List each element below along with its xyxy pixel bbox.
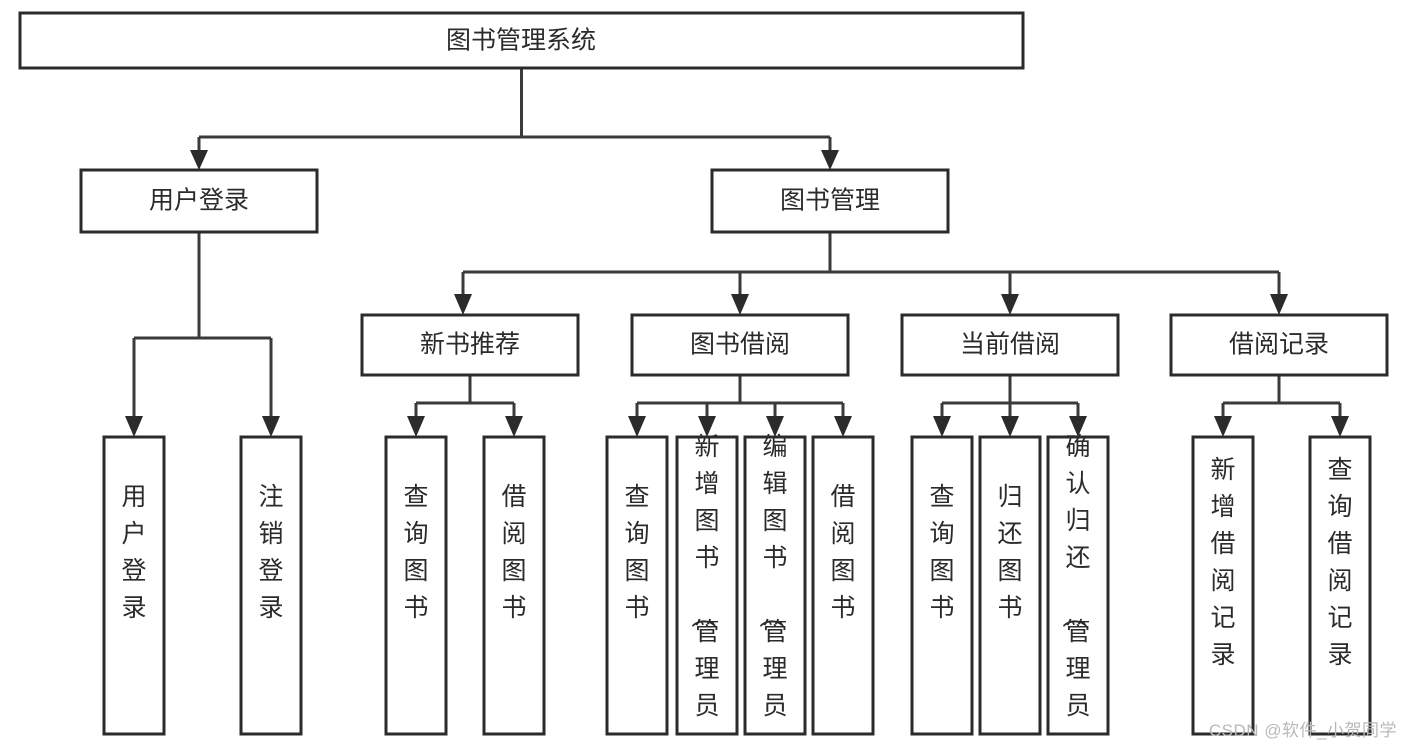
node-borrow-record-label: 借阅记录	[1229, 331, 1329, 359]
node-leaf-query-book-3-label: 查询图书	[929, 483, 954, 622]
node-leaf-query-book-1[interactable]: 查询图书	[384, 435, 448, 736]
node-leaf-return-book[interactable]: 归还图书	[978, 435, 1042, 736]
node-book-manage[interactable]: 图书管理	[710, 168, 950, 234]
node-user-login[interactable]: 用户登录	[79, 168, 319, 234]
arrow-head-leaf-add-book	[698, 416, 716, 437]
node-current-borrow-box[interactable]	[900, 313, 1120, 377]
arrow-head-new-book-rec	[454, 294, 472, 315]
node-leaf-query-book-2-label: 查询图书	[624, 483, 649, 622]
node-leaf-borrow-book-1-label: 借阅图书	[501, 483, 526, 622]
arrow-head-book-borrow	[731, 294, 749, 315]
node-leaf-return-book-label: 归还图书	[997, 483, 1022, 622]
arrow-head-leaf-query-record	[1331, 416, 1349, 437]
node-borrow-record[interactable]: 借阅记录	[1169, 313, 1389, 377]
node-new-book-rec-box[interactable]	[360, 313, 580, 377]
node-leaf-borrow-book-2-label: 借阅图书	[830, 483, 855, 622]
arrow-head-user-login	[190, 150, 208, 170]
arrow-head-leaf-edit-book	[766, 416, 784, 437]
node-leaf-borrow-book-2-box[interactable]	[811, 435, 875, 736]
node-leaf-query-record-box[interactable]	[1308, 435, 1372, 736]
node-current-borrow[interactable]: 当前借阅	[900, 313, 1120, 377]
node-root-box[interactable]	[18, 11, 1025, 70]
node-leaf-query-book-1-label: 查询图书	[403, 483, 428, 622]
arrow-head-leaf-borrow-book-1	[505, 416, 523, 437]
node-leaf-add-record[interactable]: 新增借阅记录	[1191, 435, 1255, 736]
node-new-book-rec-label: 新书推荐	[420, 331, 520, 359]
node-leaf-edit-book[interactable]: 编辑图书（管理员）	[743, 433, 807, 747]
node-leaf-query-record-label: 查询借阅记录	[1327, 456, 1352, 669]
node-book-borrow[interactable]: 图书借阅	[630, 313, 850, 377]
node-leaf-borrow-book-1-box[interactable]	[482, 435, 546, 736]
node-leaf-query-book-2-box[interactable]	[605, 435, 669, 736]
arrow-head-leaf-confirm-return	[1069, 416, 1087, 437]
csdn-watermark: CSDN @软件_小贺同学	[1208, 721, 1397, 740]
arrow-head-leaf-return-book	[1001, 416, 1019, 437]
arrow-head-leaf-add-record	[1214, 416, 1232, 437]
node-leaf-query-book-3[interactable]: 查询图书	[910, 435, 974, 736]
node-leaf-logout-label: 注销登录	[258, 483, 283, 622]
node-user-login-label: 用户登录	[149, 187, 249, 215]
arrow-head-leaf-borrow-book-2	[834, 416, 852, 437]
node-borrow-record-box[interactable]	[1169, 313, 1389, 377]
node-leaf-return-book-box[interactable]	[978, 435, 1042, 736]
node-leaf-confirm-return-label: 确认归还（管理员）	[1059, 433, 1090, 747]
node-root-label: 图书管理系统	[446, 27, 596, 55]
node-leaf-confirm-return-box[interactable]	[1046, 435, 1110, 736]
node-leaf-edit-book-box[interactable]	[743, 435, 807, 736]
node-leaf-add-book-label: 新增图书（管理员）	[688, 433, 719, 747]
node-new-book-rec[interactable]: 新书推荐	[360, 313, 580, 377]
arrow-head-borrow-record	[1270, 294, 1288, 315]
arrow-head-leaf-logout	[262, 416, 280, 437]
node-leaf-query-record[interactable]: 查询借阅记录	[1308, 435, 1372, 736]
node-leaf-user-login-label: 用户登录	[121, 483, 146, 622]
node-leaf-edit-book-label: 编辑图书（管理员）	[756, 433, 787, 747]
node-root[interactable]: 图书管理系统	[18, 11, 1025, 70]
node-current-borrow-label: 当前借阅	[960, 331, 1060, 359]
node-leaf-borrow-book-2[interactable]: 借阅图书	[811, 435, 875, 736]
node-book-manage-label: 图书管理	[780, 187, 880, 215]
node-leaf-add-book-box[interactable]	[675, 435, 739, 736]
node-leaf-user-login-box[interactable]	[102, 435, 166, 736]
arrow-head-leaf-query-book-3	[933, 416, 951, 437]
node-book-borrow-label: 图书借阅	[690, 331, 790, 359]
arrow-head-book-manage	[821, 150, 839, 170]
node-leaf-borrow-book-1[interactable]: 借阅图书	[482, 435, 546, 736]
node-leaf-logout-box[interactable]	[239, 435, 303, 736]
node-leaf-logout[interactable]: 注销登录	[239, 435, 303, 736]
arrow-head-leaf-query-book-1	[407, 416, 425, 437]
node-leaf-add-record-label: 新增借阅记录	[1210, 456, 1235, 669]
arrow-head-leaf-query-book-2	[628, 416, 646, 437]
node-book-manage-box[interactable]	[710, 168, 950, 234]
node-leaf-user-login[interactable]: 用户登录	[102, 435, 166, 736]
leaf-nodes-layer: 用户登录 注销登录 查询图书 借阅图书 查询图书 新增图书（管理员） 编辑图书（…	[102, 433, 1372, 747]
edges-layer	[125, 68, 1349, 437]
node-leaf-query-book-1-box[interactable]	[384, 435, 448, 736]
node-leaf-add-book[interactable]: 新增图书（管理员）	[675, 433, 739, 747]
node-user-login-box[interactable]	[79, 168, 319, 234]
node-leaf-query-book-2[interactable]: 查询图书	[605, 435, 669, 736]
node-leaf-add-record-box[interactable]	[1191, 435, 1255, 736]
node-book-borrow-box[interactable]	[630, 313, 850, 377]
arrow-head-leaf-user-login	[125, 416, 143, 437]
node-leaf-confirm-return[interactable]: 确认归还（管理员）	[1046, 433, 1110, 747]
node-leaf-query-book-3-box[interactable]	[910, 435, 974, 736]
arrow-head-current-borrow	[1001, 294, 1019, 315]
